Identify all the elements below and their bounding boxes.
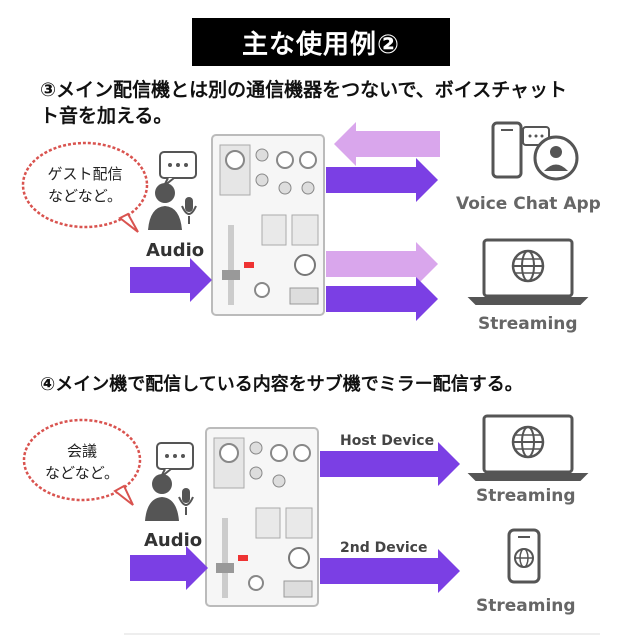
speech-bubble-2	[22, 418, 142, 506]
page-title: 主な使用例②	[192, 18, 450, 66]
audio-label-1: Audio	[146, 240, 205, 261]
section1-heading-line2: ト音を加える。	[40, 105, 173, 127]
second-device-label: 2nd Device	[340, 540, 428, 556]
streaming-label-2: Streaming	[476, 486, 576, 506]
voice-chat-icon	[491, 121, 579, 181]
arrow-voicechat-out	[326, 158, 438, 202]
audio-label-2: Audio	[144, 530, 203, 551]
bubble-text-2: 会議 などなど。	[30, 440, 134, 484]
arrow-2nd-device	[320, 549, 460, 593]
mixer-device-1	[211, 134, 325, 316]
streaming-label-1: Streaming	[478, 314, 578, 334]
arrow-audio-in-2	[130, 546, 208, 590]
person-mic-icon	[148, 151, 197, 230]
bubble-text-1: ゲスト配信 などなど。	[30, 163, 140, 207]
mixer-device-2	[205, 427, 319, 607]
bubble-text-1-content: ゲスト配信 などなど。	[47, 165, 123, 205]
arrow-stream-dark	[326, 277, 438, 321]
host-device-label: Host Device	[340, 433, 435, 449]
laptop-globe-icon-2	[467, 414, 589, 481]
section1-heading-line1: ③メイン配信機とは別の通信機器をつないで、ボイスチャット	[40, 79, 567, 101]
bubble-text-2-content: 会議 などなど。	[45, 442, 119, 482]
arrow-host-device	[320, 442, 460, 486]
arrow-stream-light	[326, 242, 438, 286]
streaming-label-3: Streaming	[476, 596, 576, 616]
arrow-voicechat-in	[334, 122, 440, 166]
laptop-globe-icon-1	[467, 238, 589, 305]
person-mic-icon-2	[145, 442, 194, 521]
voice-chat-label: Voice Chat App	[456, 194, 601, 214]
speech-bubble-1	[21, 141, 149, 233]
arrow-audio-in-1	[130, 258, 212, 302]
phone-globe-icon	[507, 528, 541, 584]
section2-heading: ④メイン機で配信している内容をサブ機でミラー配信する。	[40, 374, 523, 395]
